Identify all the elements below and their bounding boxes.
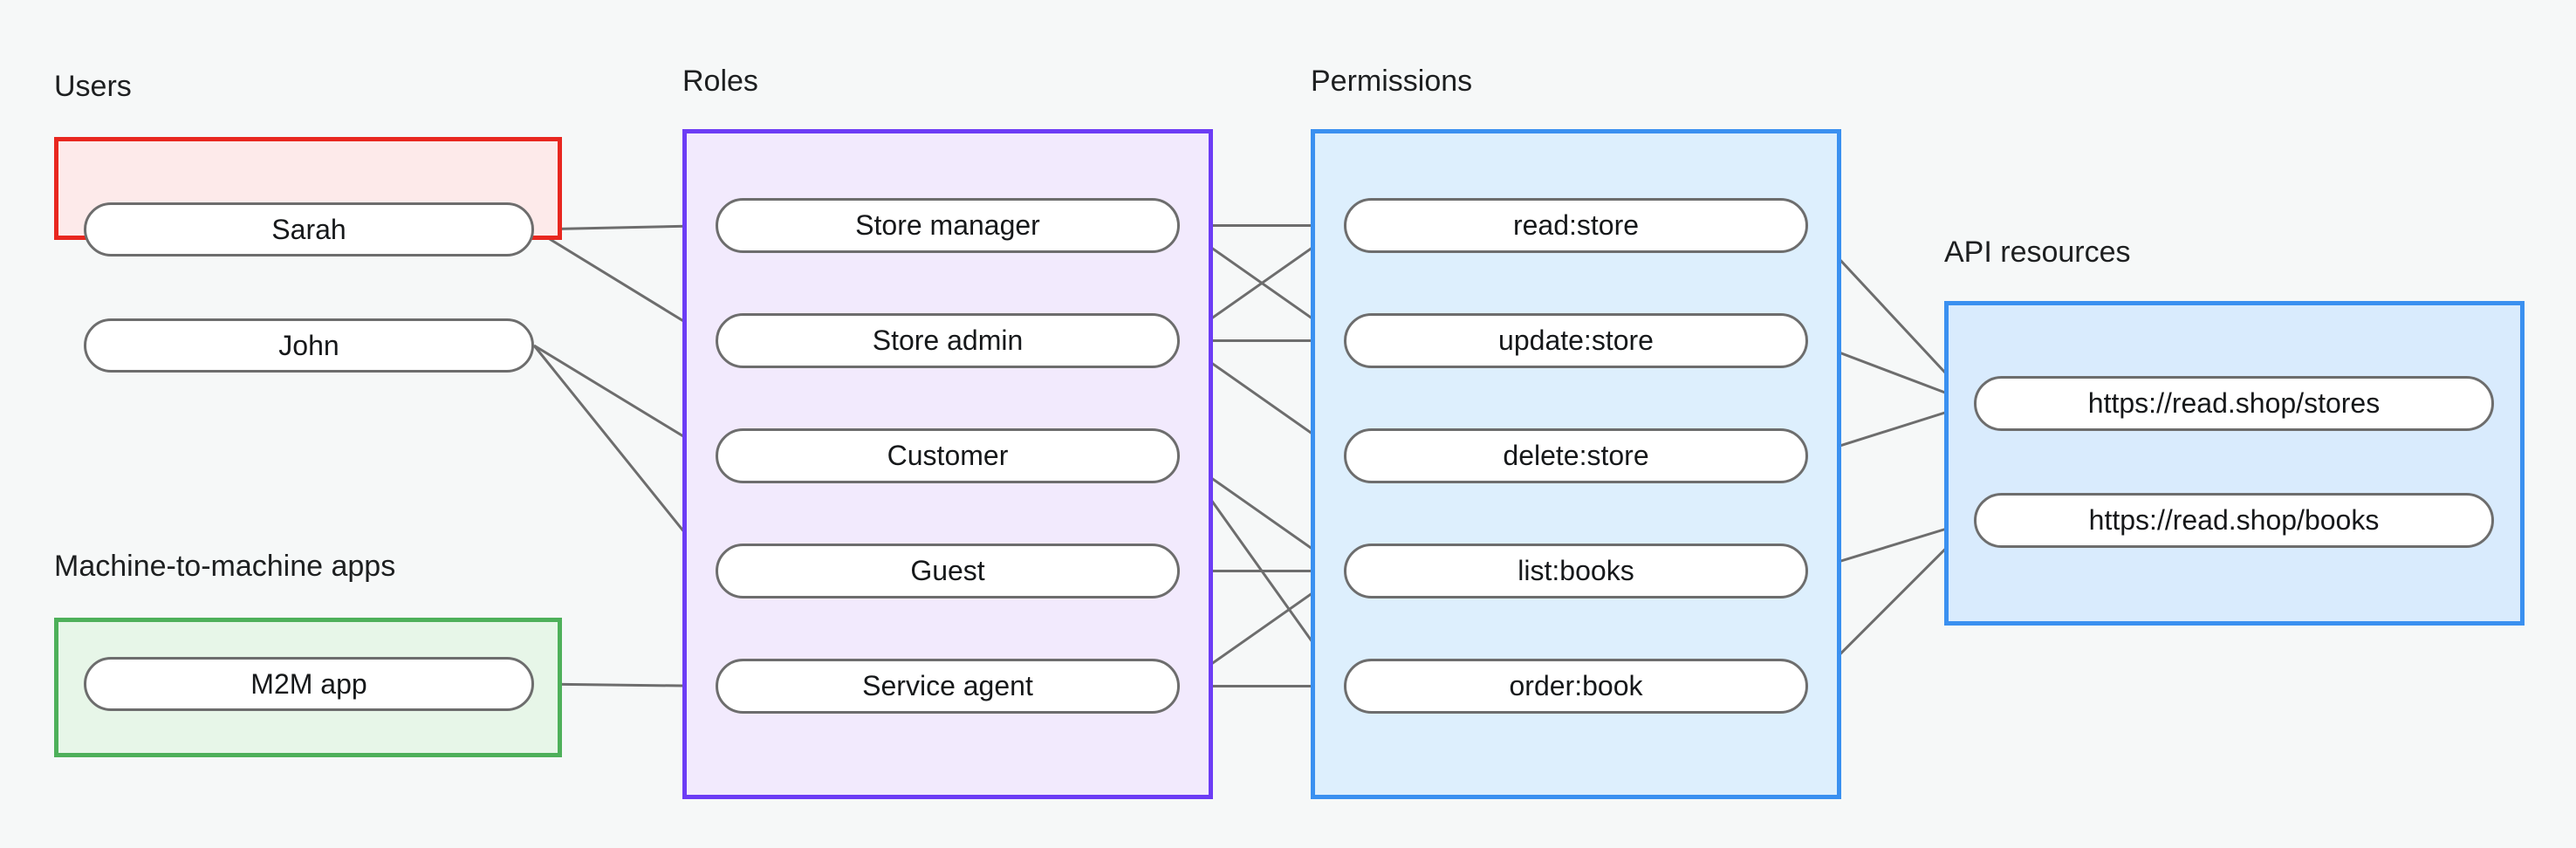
node-label-guest: Guest	[910, 555, 985, 586]
node-read-store[interactable]: read:store	[1344, 198, 1808, 253]
node-m2m-app[interactable]: M2M app	[84, 657, 534, 711]
node-guest[interactable]: Guest	[716, 544, 1180, 598]
group-title-m2m: Machine-to-machine apps	[54, 550, 396, 583]
node-john[interactable]: John	[84, 318, 534, 373]
group-box-api-resources	[1944, 301, 2525, 626]
node-label-m2m-app: M2M app	[250, 667, 367, 700]
node-label-customer: Customer	[887, 440, 1009, 471]
group-title-roles: Roles	[682, 65, 758, 98]
node-label-delete-store: delete:store	[1503, 440, 1649, 471]
node-customer[interactable]: Customer	[716, 428, 1180, 483]
node-store-admin[interactable]: Store admin	[716, 313, 1180, 368]
node-label-update-store: update:store	[1498, 325, 1654, 356]
node-service-agent[interactable]: Service agent	[716, 659, 1180, 714]
node-list-books[interactable]: list:books	[1344, 544, 1808, 598]
group-title-permissions: Permissions	[1311, 65, 1473, 98]
node-label-sarah: Sarah	[271, 213, 346, 245]
node-res-books[interactable]: https://read.shop/books	[1974, 493, 2494, 548]
node-sarah[interactable]: Sarah	[84, 202, 534, 256]
node-label-store-manager: Store manager	[855, 209, 1040, 241]
node-label-service-agent: Service agent	[862, 670, 1033, 701]
node-label-order-book: order:book	[1509, 670, 1643, 701]
node-label-store-admin: Store admin	[872, 325, 1024, 356]
node-update-store[interactable]: update:store	[1344, 313, 1808, 368]
node-label-res-stores: https://read.shop/stores	[2087, 387, 2381, 419]
group-title-api-resources: API resources	[1944, 236, 2131, 269]
node-label-read-store: read:store	[1512, 209, 1640, 241]
node-store-manager[interactable]: Store manager	[716, 198, 1180, 253]
node-res-stores[interactable]: https://read.shop/stores	[1974, 376, 2494, 431]
node-label-john: John	[278, 329, 339, 361]
node-order-book[interactable]: order:book	[1344, 659, 1808, 714]
node-label-res-books: https://read.shop/books	[2088, 504, 2380, 536]
group-title-users: Users	[54, 70, 132, 103]
node-delete-store[interactable]: delete:store	[1344, 428, 1808, 483]
node-label-list-books: list:books	[1518, 555, 1634, 586]
